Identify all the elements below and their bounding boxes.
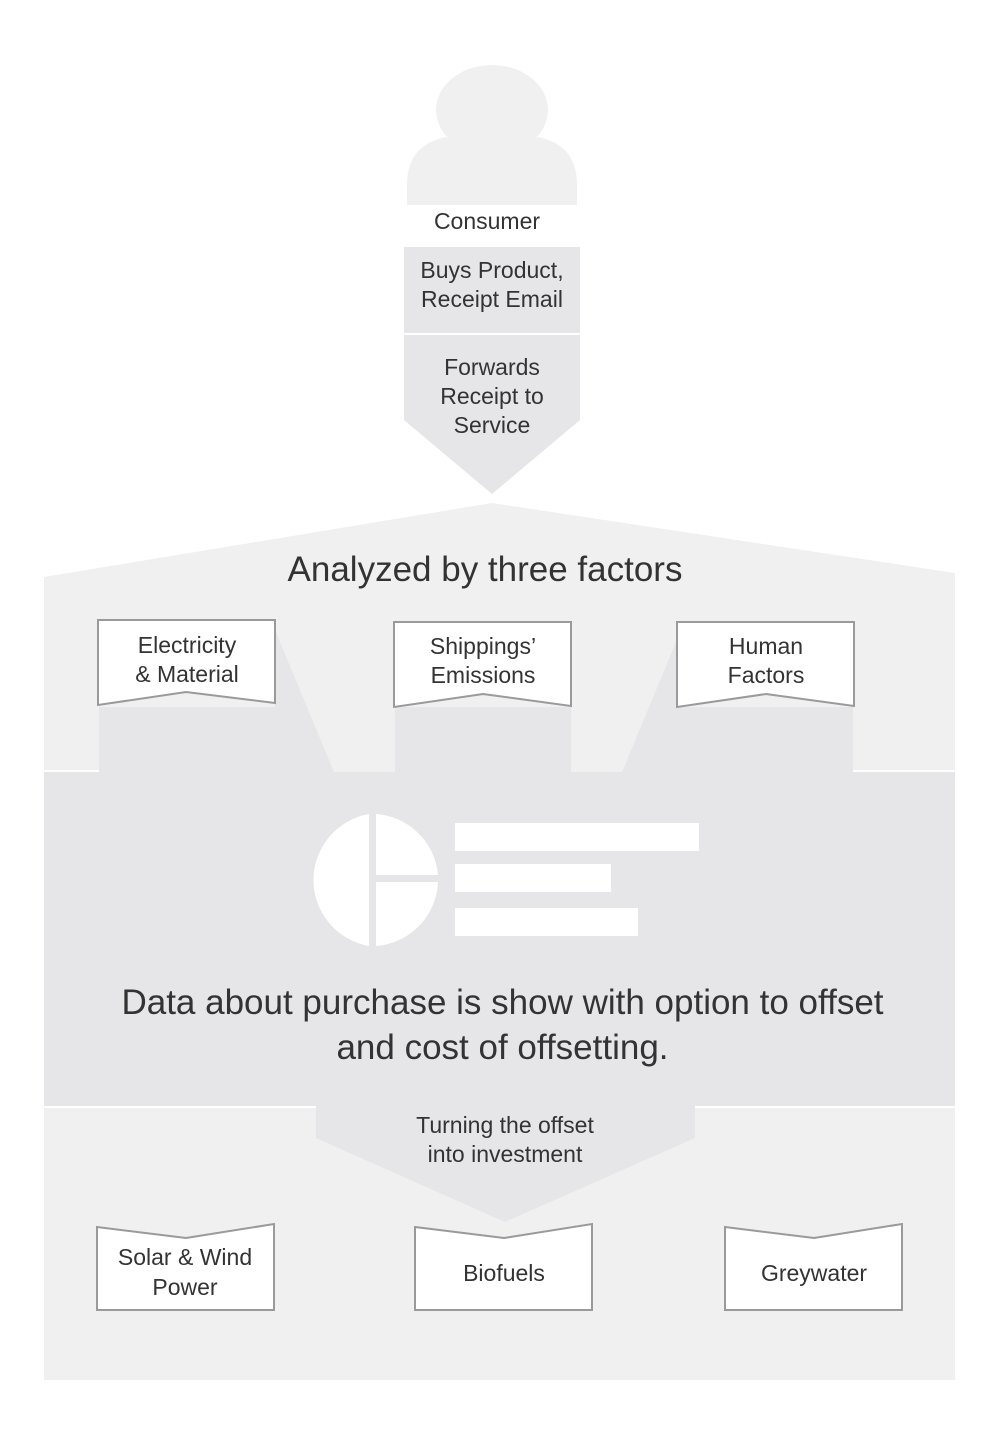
factor-human-label: Human Factors [677, 632, 855, 690]
factor-shipping-label: Shippings’ Emissions [394, 632, 572, 690]
summary-text: Data about purchase is show with option … [60, 980, 945, 1070]
step-buys-label: Buys Product, Receipt Email [404, 256, 580, 314]
factor-box-human [676, 621, 855, 709]
investment-line: Power [152, 1274, 218, 1300]
investment-line: Greywater [760, 1260, 868, 1286]
report-chart-icon [313, 814, 699, 946]
person-icon [407, 65, 577, 205]
factor-line: Human [728, 633, 804, 659]
investment-biofuels-label: Biofuels [415, 1258, 593, 1288]
factor-line: Emissions [430, 662, 536, 688]
investment-box-biofuels [414, 1222, 593, 1311]
investment-line: Biofuels [463, 1260, 545, 1286]
offset-label: Turning the offset into investment [330, 1111, 680, 1169]
step-forwards-line: Forwards [444, 354, 540, 380]
summary-line: Data about purchase is show with option … [121, 983, 884, 1022]
factor-line: Shippings’ [429, 633, 537, 659]
offset-label-line: into investment [427, 1141, 583, 1167]
investment-box-solar [96, 1222, 275, 1311]
step-buys-line: Receipt Email [421, 286, 563, 312]
step-forwards-line: Receipt to [440, 383, 544, 409]
investment-box-greywater [724, 1222, 903, 1311]
investment-solar-label: Solar & Wind Power [96, 1242, 274, 1302]
factor-line: Electricity [137, 632, 237, 658]
step-arrow-forwards [404, 335, 580, 494]
step-box-buys [404, 247, 580, 333]
investment-line: Solar & Wind [117, 1244, 253, 1270]
factor-box-electricity [97, 619, 276, 707]
offset-label-line: Turning the offset [416, 1112, 594, 1138]
summary-line: and cost of offsetting. [336, 1028, 669, 1067]
step-forwards-line: Service [453, 412, 531, 438]
analysis-heading: Analyzed by three factors [287, 550, 683, 589]
step-buys-line: Buys Product, [420, 257, 564, 283]
step-forwards-label: Forwards Receipt to Service [404, 353, 580, 440]
investment-greywater-label: Greywater [725, 1258, 903, 1288]
factor-line: & Material [135, 661, 239, 687]
factor-box-shipping [393, 621, 572, 709]
factor-electricity-label: Electricity & Material [98, 631, 276, 689]
factor-line: Factors [727, 662, 805, 688]
consumer-label: Consumer [433, 208, 541, 234]
